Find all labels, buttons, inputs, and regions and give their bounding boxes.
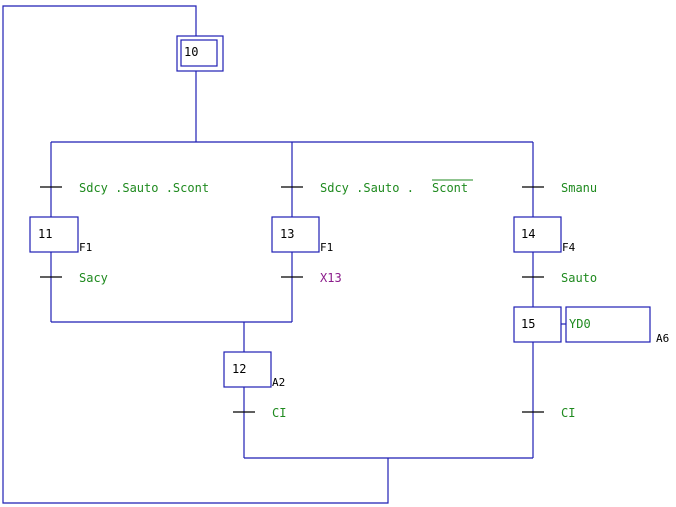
- step-tag: A2: [272, 376, 285, 389]
- step-tag: F1: [320, 241, 333, 254]
- condition-11-out: Sacy: [79, 271, 108, 285]
- step-frame: [513, 306, 562, 343]
- condition-12-out: CI: [272, 406, 286, 420]
- step-tag: F1: [79, 241, 92, 254]
- action-15[interactable]: YD0 A6: [565, 306, 669, 345]
- action-frame: [565, 306, 651, 343]
- step-number: 11: [38, 227, 52, 241]
- step-11[interactable]: 11 F1: [29, 216, 92, 254]
- step-number: 15: [521, 317, 535, 331]
- step-frame: [29, 216, 79, 253]
- step-frame: [223, 351, 272, 388]
- step-number: 13: [280, 227, 294, 241]
- condition-13-in-negated: Scont: [432, 181, 468, 195]
- step-frame: [513, 216, 562, 253]
- step-13[interactable]: 13 F1: [271, 216, 333, 254]
- connection-links: [2, 5, 566, 504]
- step-15[interactable]: 15: [513, 306, 562, 343]
- condition-13-out: X13: [320, 271, 342, 285]
- condition-14-out: Sauto: [561, 271, 597, 285]
- condition-14-in: Smanu: [561, 181, 597, 195]
- action-label: YD0: [569, 317, 591, 331]
- step-frame: [271, 216, 320, 253]
- condition-11-in: Sdcy .Sauto .Scont: [79, 181, 209, 195]
- step-12[interactable]: 12 A2: [223, 351, 285, 389]
- step-number: 14: [521, 227, 535, 241]
- condition-13-in-prefix: Sdcy .Sauto .: [320, 181, 414, 195]
- step-number: 10: [184, 45, 198, 59]
- step-14[interactable]: 14 F4: [513, 216, 576, 254]
- step-10[interactable]: 10: [176, 35, 224, 72]
- condition-15-out: CI: [561, 406, 575, 420]
- step-tag: F4: [562, 241, 576, 254]
- return-loop-link: [2, 5, 389, 504]
- action-tag: A6: [656, 332, 669, 345]
- step-number: 12: [232, 362, 246, 376]
- transitions: [40, 186, 544, 413]
- transition-conditions: Sdcy .Sauto .Scont Sdcy .Sauto . Scont S…: [79, 179, 597, 420]
- initial-step-inner-frame: [180, 39, 218, 67]
